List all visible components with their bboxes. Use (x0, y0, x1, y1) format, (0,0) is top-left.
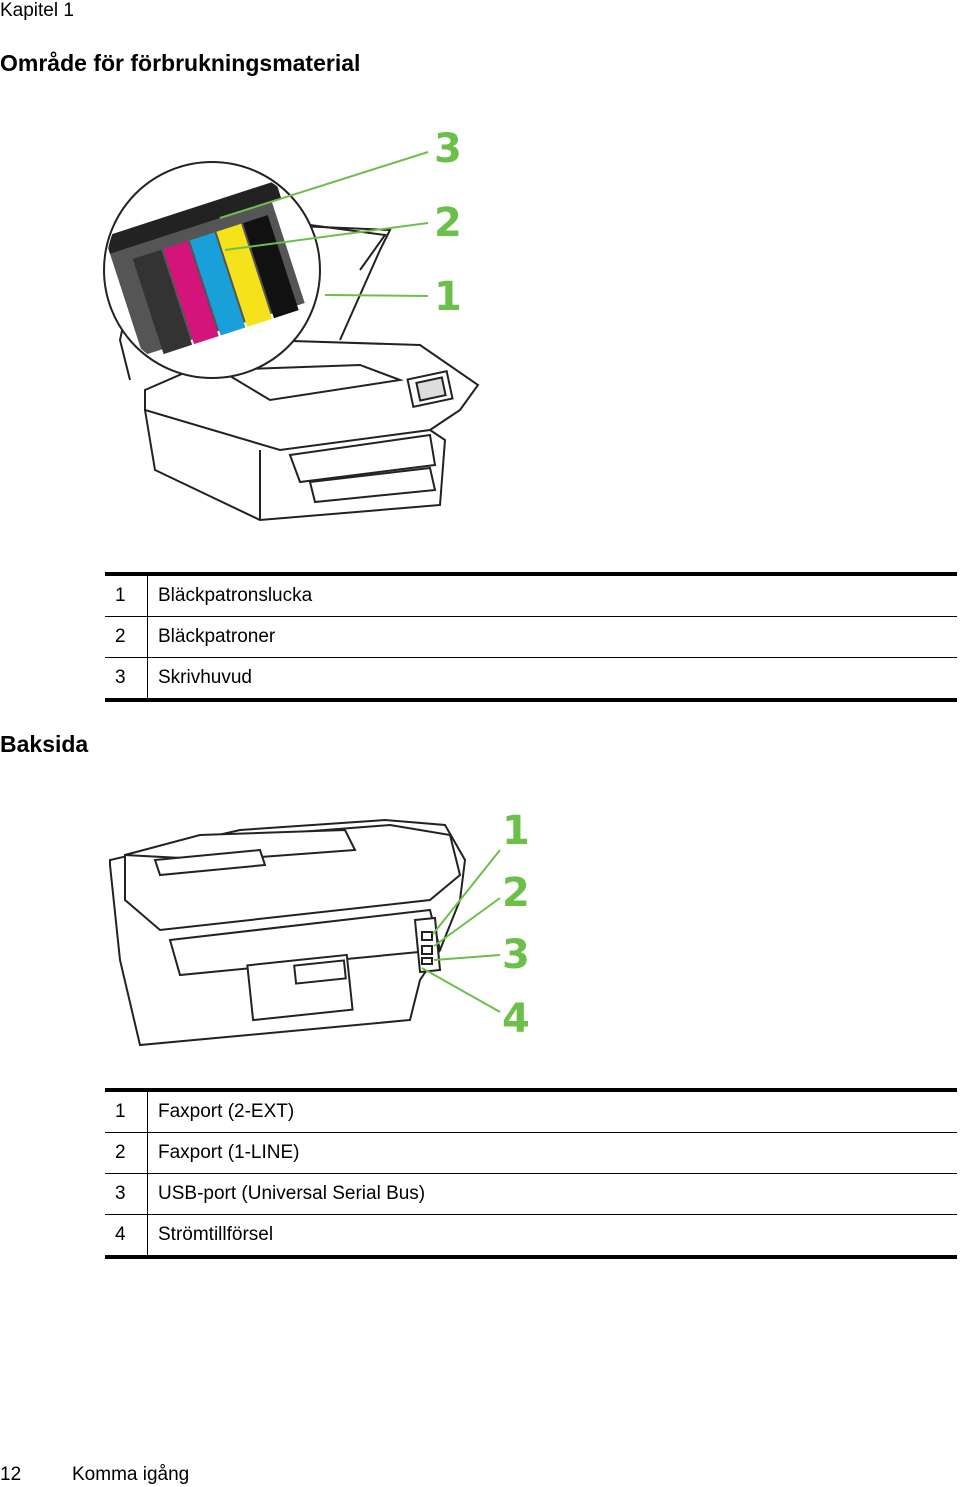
magenta-cartridge (163, 241, 219, 345)
legend-label: Faxport (2-EXT) (158, 1101, 295, 1122)
legend-label: Bläckpatronslucka (158, 585, 313, 606)
supplies-legend-table: 1 Bläckpatronslucka 2 Bläckpatroner 3 Sk… (105, 572, 957, 702)
black-cartridge (243, 215, 299, 319)
leader-line-3 (219, 151, 429, 219)
back-heading: Baksida (0, 731, 89, 757)
leader-line-3 (433, 954, 501, 961)
callout-1: 1 (502, 808, 530, 854)
legend-label: Strömtillförsel (147, 1214, 957, 1257)
cyan-cartridge (189, 232, 246, 336)
callout-2: 2 (502, 870, 530, 916)
legend-number: 2 (105, 1132, 148, 1174)
legend-number: 3 (105, 1173, 148, 1215)
leader-line-4 (421, 967, 501, 1013)
legend-number: 2 (105, 616, 148, 658)
table-row: 1 Bläckpatronslucka (105, 574, 957, 617)
page-number: 12 (0, 1464, 22, 1485)
callout-4: 4 (502, 996, 530, 1042)
leader-line-2 (433, 897, 501, 947)
back-legend-table: 1 Faxport (2-EXT) 2 Faxport (1-LINE) 3 U… (105, 1088, 957, 1259)
legend-number: 1 (105, 1090, 148, 1133)
leader-line-2 (224, 222, 429, 251)
legend-number: 1 (105, 574, 148, 617)
callout-1: 1 (434, 274, 462, 320)
table-row: 3 USB-port (Universal Serial Bus) (105, 1173, 957, 1215)
callout-3: 3 (502, 932, 530, 978)
table-row: 4 Strömtillförsel (105, 1214, 957, 1257)
table-row: 1 Faxport (2-EXT) (105, 1090, 957, 1133)
legend-label: Bläckpatroner (147, 616, 957, 658)
supplies-area-illustration: 3 2 1 (103, 126, 480, 522)
chapter-label: Kapitel 1 (0, 0, 74, 21)
back-view-illustration: 1 2 3 4 (109, 808, 530, 1047)
legend-label: USB-port (Universal Serial Bus) (147, 1173, 957, 1215)
callout-2: 2 (434, 200, 462, 246)
legend-number: 4 (105, 1214, 148, 1257)
callout-3: 3 (434, 126, 462, 172)
legend-label: Faxport (1-LINE) (147, 1132, 957, 1174)
footer-title: Komma igång (72, 1464, 190, 1485)
legend-number: 3 (105, 657, 148, 700)
supplies-heading: Område för förbrukningsmaterial (0, 50, 361, 76)
table-row: 2 Faxport (1-LINE) (105, 1132, 957, 1174)
legend-label: Skrivhuvud (147, 657, 957, 700)
table-row: 2 Bläckpatroner (105, 616, 957, 658)
leader-line-1 (432, 849, 501, 935)
table-row: 3 Skrivhuvud (105, 657, 957, 700)
leader-line-1 (324, 294, 429, 297)
